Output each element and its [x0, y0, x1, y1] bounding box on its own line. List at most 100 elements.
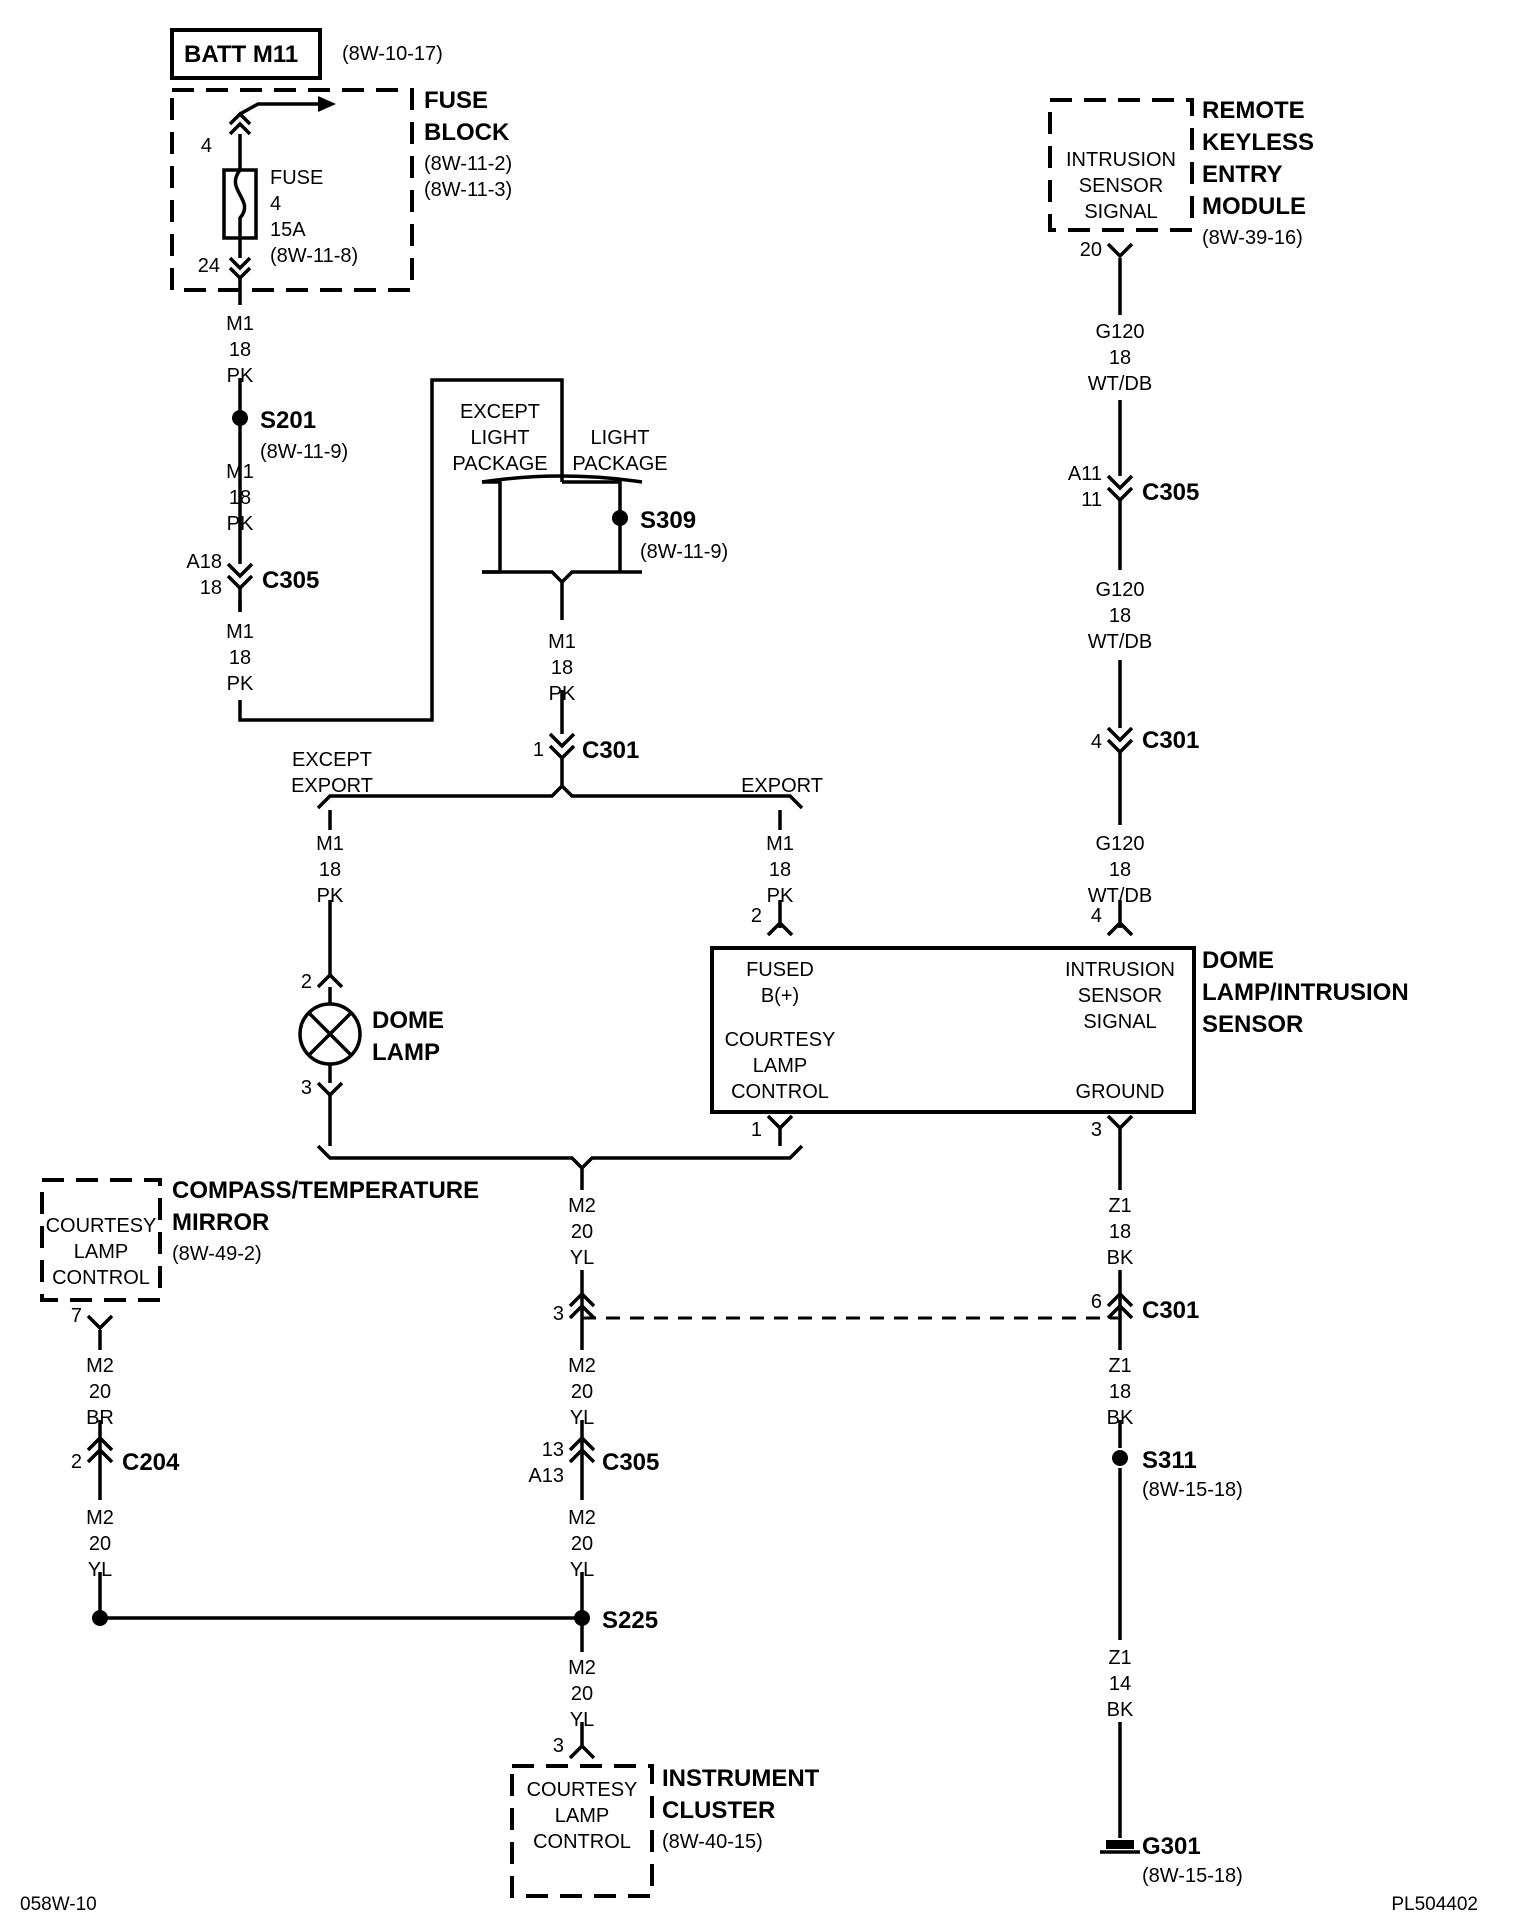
cluster-title-1: INSTRUMENT — [662, 1765, 820, 1792]
except-export-1: EXCEPT — [292, 749, 372, 771]
sensor-fused-2: B(+) — [761, 985, 799, 1007]
wire-label: WT/DB — [1088, 631, 1152, 653]
battery-ref: (8W-10-17) — [342, 43, 443, 65]
dome-lamp-title-1: DOME — [372, 1007, 444, 1034]
wire-label: 18 — [1109, 347, 1131, 369]
wire-label: BK — [1107, 1247, 1134, 1269]
fuse-symbol — [222, 96, 336, 258]
wire-label: M2 — [568, 1355, 596, 1377]
wire-label: 18 — [229, 339, 251, 361]
fuse-block-box — [170, 88, 414, 292]
wire-label: 20 — [89, 1381, 111, 1403]
fuse-line-1: FUSE — [270, 167, 323, 189]
rke-module-box — [1048, 98, 1194, 232]
dome-sensor-box — [710, 946, 1196, 1114]
light-package-1: LIGHT — [591, 427, 650, 449]
c301-rke-glyph — [1106, 726, 1134, 755]
fuse-pin-out: 24 — [198, 255, 220, 277]
c204-id: C204 — [122, 1449, 180, 1476]
wire-label: G120 — [1096, 579, 1145, 601]
c301-rke-id: C301 — [1142, 727, 1199, 754]
fuse-line-2: 4 — [270, 193, 281, 215]
cluster-pin-glyph — [568, 1743, 596, 1760]
cluster-title-2: CLUSTER — [662, 1797, 775, 1824]
pin-fuse-out — [228, 256, 252, 281]
wire-label: 18 — [769, 859, 791, 881]
battery-label: BATT M11 — [184, 41, 298, 68]
sensor-courtesy-2: LAMP — [753, 1055, 807, 1077]
c301-ground-id: C301 — [1142, 1297, 1199, 1324]
c204-pin: 2 — [71, 1451, 82, 1473]
footer-right: PL504402 — [1391, 1894, 1478, 1915]
c305-bottom-id: C305 — [602, 1449, 659, 1476]
option-bottom-brace — [482, 570, 642, 585]
wire-label: G120 — [1096, 321, 1145, 343]
fuse-block-title-1: FUSE — [424, 87, 488, 114]
sensor-intrusion-3: SIGNAL — [1083, 1011, 1156, 1033]
wire-label: M2 — [568, 1195, 596, 1217]
dome-lamp-title-2: LAMP — [372, 1039, 440, 1066]
fuse-block-ref-2: (8W-11-3) — [424, 179, 512, 201]
wire-label: YL — [570, 1407, 594, 1429]
wire-label: 20 — [571, 1533, 593, 1555]
wire-label: PK — [317, 885, 344, 907]
courtesy-brace — [316, 1144, 804, 1171]
battery-box — [170, 28, 322, 80]
wire-label: WT/DB — [1088, 885, 1152, 907]
fuse-block-title-2: BLOCK — [424, 119, 510, 146]
wire-label: BK — [1107, 1699, 1134, 1721]
wire-label: PK — [227, 513, 254, 535]
export-brace — [316, 783, 804, 810]
splice-s225-dot — [574, 1610, 590, 1626]
sensor-intrusion-2: SENSOR — [1078, 985, 1162, 1007]
except-light-2: LIGHT — [471, 427, 530, 449]
splice-mirror-dot — [92, 1610, 108, 1626]
export-label: EXPORT — [741, 775, 823, 797]
sensor-pin-courtesy: 1 — [751, 1119, 762, 1141]
wire-label: 18 — [1109, 1221, 1131, 1243]
rke-inner-3: SIGNAL — [1084, 201, 1157, 223]
wire-label: M1 — [226, 313, 254, 335]
mirror-title-2: MIRROR — [172, 1209, 269, 1236]
c305-rke-glyph — [1106, 474, 1134, 503]
c305-bottom-pin-b: A13 — [528, 1465, 564, 1487]
wire-label: BR — [86, 1407, 114, 1429]
wire-label: PK — [227, 673, 254, 695]
rke-title-2: KEYLESS — [1202, 129, 1314, 156]
splice-s201-dot — [232, 410, 248, 426]
splice-s225-id: S225 — [602, 1607, 658, 1634]
dome-lamp-bulb-icon — [298, 987, 362, 1083]
rke-title-4: MODULE — [1202, 193, 1306, 220]
c301-rke-pin: 4 — [1091, 731, 1102, 753]
wire-label: 18 — [229, 647, 251, 669]
c305-rke-pin-b: 11 — [1081, 489, 1102, 511]
wire-label: Z1 — [1108, 1647, 1131, 1669]
wire-label: 20 — [571, 1683, 593, 1705]
wire-label: YL — [88, 1559, 112, 1581]
splice-s311-id: S311 — [1142, 1447, 1197, 1474]
c305-bottom-pin-a: 13 — [542, 1439, 564, 1461]
dome-lamp-pin-top: 2 — [301, 971, 312, 993]
c305-top-pin-b: 18 — [200, 577, 222, 599]
wire-label: 18 — [1109, 605, 1131, 627]
cluster-inner-1: COURTESY — [527, 1779, 638, 1801]
mirror-pin: 7 — [71, 1305, 82, 1327]
pin-courtesy-glyph — [766, 1114, 794, 1131]
wire-label: 18 — [1109, 859, 1131, 881]
wires — [98, 258, 1122, 1838]
c305-rke-pin-a: A11 — [1068, 463, 1102, 485]
wire-label: M1 — [316, 833, 344, 855]
wire-label: M1 — [548, 631, 576, 653]
wire-label: 18 — [551, 657, 573, 679]
wire-label: 20 — [571, 1381, 593, 1403]
wire-label: M1 — [226, 461, 254, 483]
dome-pin3-glyph — [316, 1081, 344, 1098]
c301-left-pin: 3 — [553, 1303, 564, 1325]
except-light-3: PACKAGE — [452, 453, 547, 475]
splice-s309-dot — [612, 510, 628, 526]
pin-ground-glyph — [1106, 1114, 1134, 1131]
wire-label: Z1 — [1108, 1195, 1131, 1217]
sensor-courtesy-3: CONTROL — [731, 1081, 829, 1103]
wire-label: YL — [570, 1247, 594, 1269]
